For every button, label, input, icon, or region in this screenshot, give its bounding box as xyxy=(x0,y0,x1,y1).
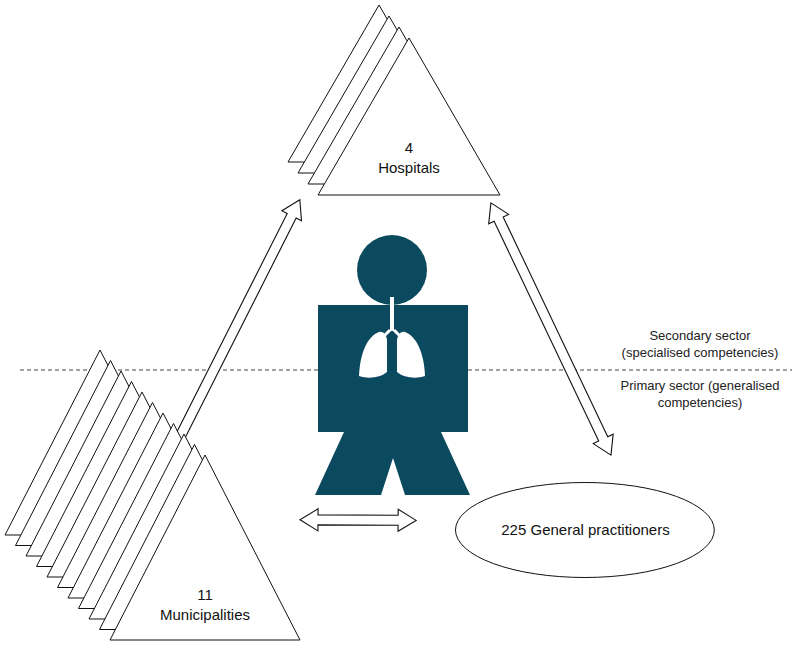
sector-label: Primary sector (generalised competencies… xyxy=(620,378,781,412)
organisation-triangle: 4 Hospitals xyxy=(318,38,500,195)
practitioner-ellipse: 225 General practitioners xyxy=(455,482,715,578)
node-text-holder: 11 Municipalities xyxy=(160,585,250,624)
node-label: 11 Municipalities xyxy=(160,585,250,624)
node-label: 4 Hospitals xyxy=(378,138,440,177)
sector-label: Secondary sector (specialised competenci… xyxy=(621,328,780,362)
stack-layer xyxy=(110,455,300,640)
node-text-holder: 4 Hospitals xyxy=(378,138,440,177)
double-arrow xyxy=(169,200,301,455)
node-label: 225 General practitioners xyxy=(501,520,670,540)
patient-figure xyxy=(315,235,470,495)
node-text-holder: 225 General practitioners xyxy=(501,520,670,540)
stack-layer xyxy=(318,38,500,195)
organisation-triangle: 11 Municipalities xyxy=(110,455,300,640)
double-arrow xyxy=(300,509,416,531)
ellipse-outline xyxy=(456,483,715,578)
double-arrow xyxy=(489,203,613,455)
